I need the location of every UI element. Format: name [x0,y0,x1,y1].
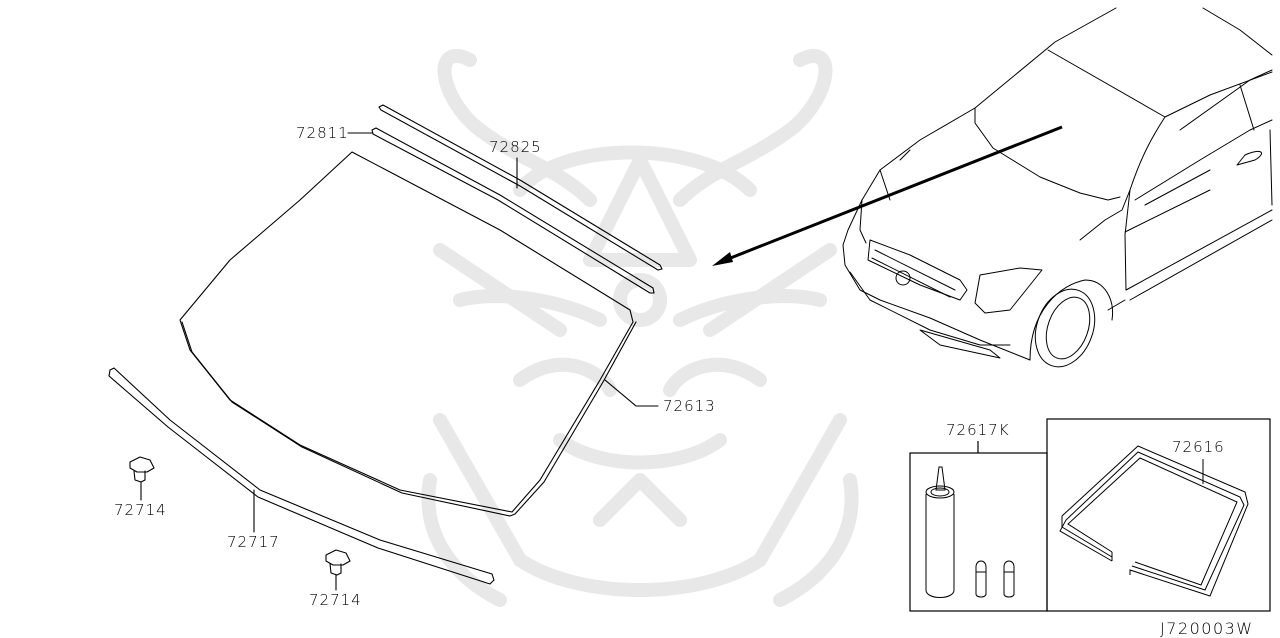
clip-72714-left [129,456,155,501]
part-label-72617K: 72617K [946,421,1010,439]
leader-72613 [604,379,659,407]
molding-72811 [371,127,655,294]
part-label-72717: 72717 [227,533,280,551]
clip-72714-right [325,549,351,591]
sealant-kit-box [909,441,1048,612]
windshield-glass-72613 [179,151,637,517]
dam-rubber-72616 [1059,445,1249,597]
part-label-72613: 72613 [663,397,716,415]
dam-rubber-box [1046,418,1271,612]
part-label-72714-left: 72714 [114,501,167,519]
molding-72825 [378,104,663,271]
watermark-logo [421,49,859,607]
diagram-reference-code: J720003W [1160,619,1254,638]
direction-arrow [712,125,1063,266]
part-label-72616: 72616 [1172,438,1225,456]
vehicle-illustration [842,7,1273,368]
part-label-72825: 72825 [489,138,542,156]
molding-72717 [108,367,495,585]
part-label-72714-right: 72714 [309,591,362,609]
sealant-cartridge [925,466,1015,598]
part-label-72811: 72811 [296,124,349,142]
